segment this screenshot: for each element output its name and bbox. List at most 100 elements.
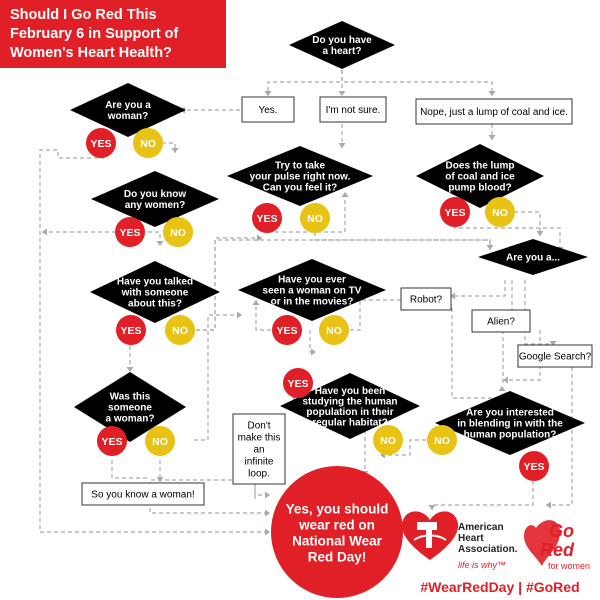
decision-diamond [238,259,386,321]
decision-question-text: your pulse right now. [250,172,351,183]
answer-box [319,96,387,123]
answer-robot: Robot? [400,287,452,311]
connector-arrowhead [265,491,270,499]
title-text: Should I Go Red This February 6 in Suppo… [10,7,179,61]
final-text: wear red on [298,518,375,533]
answer-text: Google Search? [519,352,592,363]
answer-text: So you know a woman! [91,490,194,501]
yes-marker: YES [252,203,282,233]
connector-arrowhead [428,505,436,510]
connector-line [39,143,270,533]
no-marker: NO [300,203,330,233]
connector-arrowhead [536,231,544,236]
decision-question-text: a heart? [323,46,362,57]
decision-question-text: in blending in with the [457,419,563,430]
no-label: NO [172,325,188,337]
answer-not-sure: I'm not sure. [319,96,387,123]
connector-line [149,494,270,514]
decision-diamond [74,372,186,442]
no-marker: NO [485,197,515,227]
no-label: NO [307,213,323,225]
answer-nope: Nope, just a lump of coal and ice. [415,98,573,125]
yes-marker: YES [97,426,127,456]
yes-circle [252,203,282,233]
yes-marker: YES [272,315,302,345]
answer-text: make this [238,433,281,444]
connector-arrowhead [265,509,270,517]
answer-box [471,309,531,333]
decision-question-text: pump blood? [448,183,511,194]
decision-question-text: with someone [121,288,189,299]
decision-diamond [70,83,186,137]
no-label: NO [140,138,156,150]
decision-question-text: Can you feel it? [263,183,337,194]
no-marker: NO [165,315,195,345]
decision-question-text: about this? [128,299,182,310]
decision-question-text: any women? [125,200,186,211]
yes-circle [272,315,302,345]
connector-line [309,330,316,353]
no-marker: NO [373,425,403,455]
decision-question-text: Was this [110,392,151,403]
connector-line [380,439,440,456]
aha-tagline: life is why™ [458,560,506,570]
decision-diamond [289,21,395,69]
answer-yes: Yes. [241,96,295,123]
answer-text: an [253,445,264,456]
final-circle [271,466,403,598]
decision-question-text: regular habitat? [312,417,388,428]
connector-arrowhead [156,241,164,246]
no-circle [319,315,349,345]
no-marker: NO [427,425,457,455]
no-circle [145,426,175,456]
connector-arrowhead [546,501,551,509]
connector-line [450,280,506,297]
connector-arrowhead [503,376,508,384]
decision-diamond [90,261,220,323]
decision-question-text: studying the human [303,396,398,407]
connector-line [267,70,343,96]
yes-label: YES [120,325,141,337]
answer-text: Yes. [258,105,277,116]
no-label: NO [152,436,168,448]
connector-arrowhead [156,477,164,482]
connector-line [148,231,161,246]
torch-flame-icon [413,534,447,541]
connector-line [500,211,541,236]
final-text: National Wear [292,534,383,549]
yes-label: YES [276,325,297,337]
connector-arrowhead [126,367,134,372]
connector-arrowhead [498,386,506,391]
answer-box [241,96,295,123]
no-label: NO [326,325,342,337]
answer-text: Alien? [487,317,515,328]
decision-question-text: Do you know [124,189,186,200]
connector-line [341,70,493,96]
connector-arrowhead [42,228,47,236]
connector-arrowhead [257,234,262,242]
no-label: NO [434,435,450,447]
answer-box [400,287,452,311]
yes-circle [86,128,116,158]
yes-label: YES [287,378,308,390]
decision-question-text: Does the lump [446,161,515,172]
connector-arrowhead [450,292,455,300]
yes-label: YES [256,213,277,225]
no-label: NO [170,227,186,239]
decision-question-text: population in their [306,407,393,418]
no-circle [373,425,403,455]
no-circle [133,128,163,158]
answer-know-woman: So you know a woman! [81,482,205,506]
answers: Yes. I'm not sure. Nope, just a lump of co… [81,96,593,506]
